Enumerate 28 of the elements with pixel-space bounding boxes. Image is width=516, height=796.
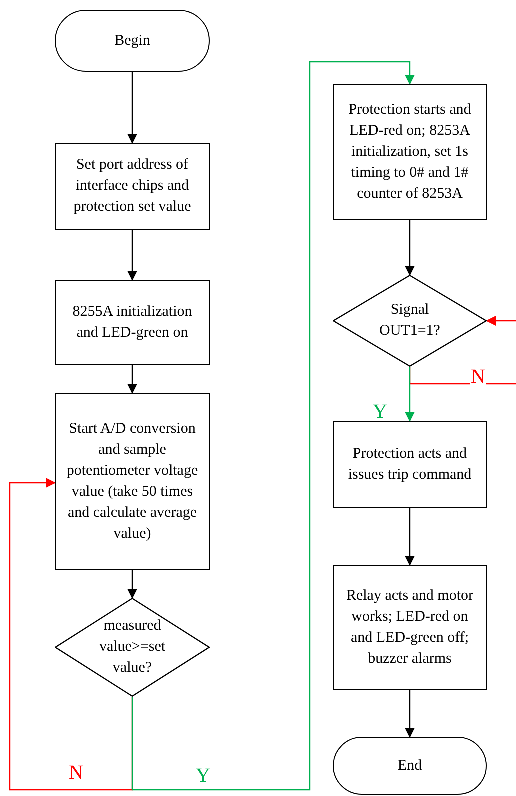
node-text: Begin — [114, 32, 150, 50]
process-box — [333, 421, 487, 508]
node-text: Signal OUT1=1? — [378, 301, 442, 341]
decision-diamond — [55, 598, 210, 697]
process-box — [55, 280, 210, 365]
node-text: End — [398, 756, 422, 776]
arrow — [405, 508, 415, 566]
node-text: 8255A initialization and LED-green on — [72, 302, 194, 342]
process-box — [333, 565, 487, 690]
arrow — [486, 316, 516, 326]
process-box — [333, 84, 487, 220]
arrow — [128, 72, 138, 144]
node-text: Start A/D conversion and sample potentiometer voltage value (take 50 times and calculate average value) — [66, 420, 200, 544]
arrow — [132, 61, 415, 791]
node-text: Set port address of interface chips and protection set value — [72, 156, 192, 217]
arrow — [405, 220, 415, 276]
arrow — [405, 367, 415, 422]
node-text: Protection acts and issues trip command — [347, 444, 473, 484]
arrow — [405, 690, 415, 738]
arrow — [128, 365, 138, 394]
node-text: Relay acts and motor works; LED-red on and LED-green off; buzzer alarms — [345, 586, 475, 668]
arrow — [128, 230, 138, 281]
process-box — [55, 393, 210, 570]
process-box — [55, 143, 210, 230]
decision-diamond — [333, 275, 487, 367]
arrow — [128, 570, 138, 599]
node-text: measured value>=set value? — [98, 617, 167, 678]
node-text: Protection starts and LED-red on; 8253A initialization, set 1s timing to 0# and 1# counter of 8253A — [348, 100, 472, 204]
